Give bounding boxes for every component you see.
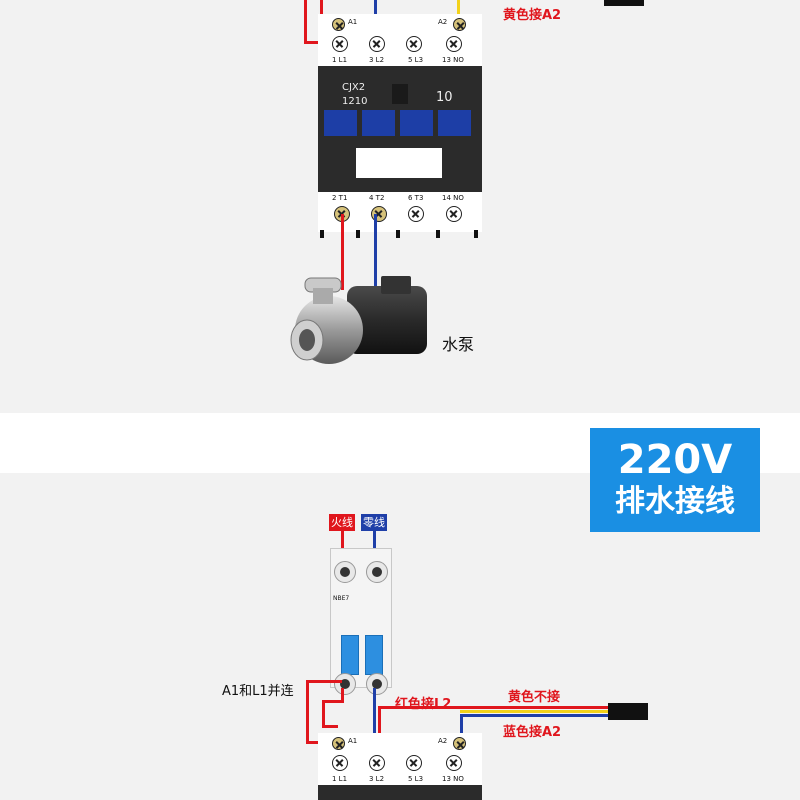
top-yellow-wire: [457, 0, 460, 22]
contactor-nameplate: [356, 148, 442, 178]
blue-to-a2-wire-v: [460, 714, 463, 744]
a1-screw-icon: [332, 737, 345, 750]
l1-screw-icon: [332, 755, 348, 771]
top-red-wire-2: [320, 0, 323, 26]
bottom-contactor-body: [318, 785, 482, 800]
l2-screw-icon: [369, 36, 385, 52]
terminal-label: 3 L2: [369, 775, 385, 783]
breaker-toggle-left[interactable]: [341, 635, 359, 675]
contactor-indicator-slot: [392, 84, 408, 104]
a1-l1-wire-2: [322, 700, 325, 728]
pump-red-wire: [341, 214, 344, 290]
blue-to-a2-label: 蓝色接A2: [503, 725, 562, 740]
title-voltage: 220V: [617, 437, 733, 483]
terminal-label: 14 NO: [442, 194, 464, 202]
water-pump-icon: [290, 276, 427, 364]
a2-screw-icon: [453, 18, 466, 31]
clip-tooth: [320, 230, 324, 238]
a1-l1-wire-3: [341, 688, 344, 702]
l3-screw-icon: [406, 755, 422, 771]
title-banner: 220V 排水接线: [590, 428, 760, 532]
coil-a1-label: A1: [348, 18, 358, 26]
neutral-to-contactor-wire: [373, 688, 376, 762]
terminal-label: 3 L2: [369, 56, 385, 64]
l2-screw-icon: [369, 755, 385, 771]
breaker-brand: NBE7: [333, 595, 350, 602]
terminal-label: 13 NO: [442, 56, 464, 64]
contactor-window-4: [438, 110, 471, 136]
terminal-label: 1 L1: [332, 56, 348, 64]
contactor-bottom-terminal-block: 2 T1 4 T2 6 T3 14 NO: [318, 192, 482, 232]
a1-l1-wire-3h: [322, 700, 344, 703]
title-subtitle: 排水接线: [615, 484, 735, 519]
contactor-top-terminal-block: A1 A2 1 L1 3 L2 5 L3 13 NO: [318, 14, 482, 66]
a1-l1-wire-2h: [322, 725, 338, 728]
breaker-bottom-terminal-icon: [334, 673, 356, 695]
yellow-to-a2-label: 黄色接A2: [503, 8, 562, 23]
blue-to-a2-wire-h: [460, 714, 608, 717]
live-wire-tag: 火线: [329, 514, 355, 531]
contactor-window-2: [362, 110, 395, 136]
coil-a2-label: A2: [438, 737, 448, 745]
terminal-label: 4 T2: [369, 194, 385, 202]
pump-blue-wire: [374, 214, 377, 290]
a1-screw-icon: [332, 18, 345, 31]
clip-tooth: [356, 230, 360, 238]
breaker-top-terminal-icon: [334, 561, 356, 583]
terminal-label: 13 NO: [442, 775, 464, 783]
red-to-l2-wire-h: [378, 706, 608, 709]
top-red-wire: [304, 0, 307, 44]
terminal-label: 6 T3: [408, 194, 424, 202]
contactor-model-line1: CJX2: [342, 82, 366, 93]
yellow-not-connected-label: 黄色不接: [508, 690, 561, 705]
breaker-top-terminal-icon: [366, 561, 388, 583]
terminal-label: 5 L3: [408, 56, 424, 64]
contactor-body: CJX2 1210 10: [318, 66, 482, 192]
yellow-not-connected-wire: [460, 710, 608, 713]
breaker-bottom-terminal-icon: [366, 673, 388, 695]
a1-l1-wire-h: [306, 680, 342, 683]
clip-tooth: [396, 230, 400, 238]
neutral-wire-tag: 零线: [361, 514, 387, 531]
a1-l1-wire-v: [306, 680, 309, 744]
sensor-plug: [608, 703, 648, 720]
bottom-contactor-terminal-block: A1 A2 1 L1 3 L2 5 L3 13 NO: [318, 733, 482, 785]
t3-screw-icon: [408, 206, 424, 222]
terminal-label: 1 L1: [332, 775, 348, 783]
pump-label: 水泵: [442, 335, 475, 354]
no13-screw-icon: [446, 36, 462, 52]
terminal-label: 5 L3: [408, 775, 424, 783]
circuit-breaker: NBE7: [330, 548, 392, 695]
contactor-window-3: [400, 110, 433, 136]
terminal-label: 2 T1: [332, 194, 348, 202]
no13-screw-icon: [446, 755, 462, 771]
no14-screw-icon: [446, 206, 462, 222]
red-to-l2-label: 红色接L2: [395, 697, 452, 712]
top-plug: [604, 0, 644, 6]
clip-tooth: [436, 230, 440, 238]
breaker-toggle-right[interactable]: [365, 635, 383, 675]
a2-screw-icon: [453, 737, 466, 750]
contactor-code: 10: [436, 90, 453, 105]
clip-tooth: [474, 230, 478, 238]
l1-screw-icon: [332, 36, 348, 52]
coil-a2-label: A2: [438, 18, 448, 26]
l3-screw-icon: [406, 36, 422, 52]
coil-a1-label: A1: [348, 737, 358, 745]
contactor-model-line2: 1210: [342, 96, 368, 107]
a1-l1-parallel-label: A1和L1并连: [222, 684, 294, 699]
contactor-window-1: [324, 110, 357, 136]
